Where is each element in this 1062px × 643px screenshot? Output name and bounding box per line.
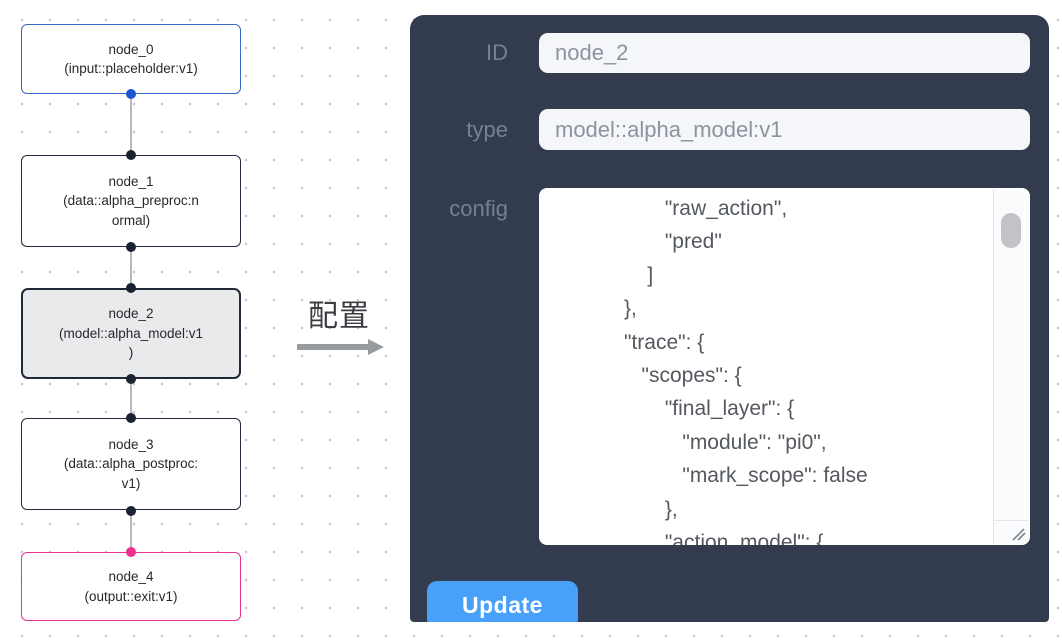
config-transfer: 配置 (284, 300, 394, 355)
port-dot-node1-out[interactable] (126, 242, 136, 252)
node-label-line: (data::alpha_postproc: (63, 456, 199, 472)
node-label-line: ormal) (111, 212, 151, 228)
form-row-type: type (410, 109, 1030, 150)
config-textarea-wrap: "raw_action", "pred" ] }, "trace": { "sc… (539, 188, 1030, 545)
node-label-line: (output::exit:v1) (84, 588, 178, 604)
port-dot-node3-out[interactable] (126, 506, 136, 516)
scrollbar-track[interactable] (993, 189, 1029, 544)
node-node_3[interactable]: node_3 (data::alpha_postproc: v1) (21, 418, 241, 510)
type-input[interactable] (539, 109, 1030, 150)
node-label-line: ) (128, 345, 134, 361)
node-node_1[interactable]: node_1 (data::alpha_preproc:n ormal) (21, 155, 241, 247)
node-node_4[interactable]: node_4 (output::exit:v1) (21, 552, 241, 621)
node-label-line: node_2 (108, 306, 154, 322)
port-dot-node4-in[interactable] (126, 547, 136, 557)
node-node_2[interactable]: node_2 (model::alpha_model:v1 ) (21, 288, 241, 379)
port-dot-node2-out[interactable] (126, 374, 136, 384)
type-field-label: type (466, 116, 508, 142)
resize-grip-icon[interactable] (1009, 526, 1026, 541)
right-arrow-icon (284, 339, 394, 355)
edge-node3-node4 (130, 511, 132, 552)
form-row-config: config "raw_action", "pred" ] }, "trace"… (410, 188, 1030, 545)
node-label-line: v1) (121, 475, 141, 491)
update-button[interactable]: Update (427, 581, 578, 622)
node-label-line: (input::placeholder:v1) (64, 61, 198, 76)
node-label-line: node_0 (108, 41, 154, 57)
config-field-label: config (449, 196, 508, 221)
config-textarea[interactable]: "raw_action", "pred" ] }, "trace": { "sc… (539, 188, 1030, 545)
port-dot-node1-in[interactable] (126, 150, 136, 160)
port-dot-node0-out[interactable] (126, 89, 136, 99)
node-label-line: (model::alpha_model:v1 (58, 325, 204, 341)
scrollbar-corner (994, 520, 1029, 544)
node-label-line: (data::alpha_preproc:n (63, 193, 199, 209)
port-dot-node2-in[interactable] (126, 283, 136, 293)
node-label-line: node_1 (108, 173, 154, 189)
form-row-id: ID (410, 33, 1030, 73)
node-label-line: node_3 (108, 436, 154, 452)
port-dot-node3-in[interactable] (126, 413, 136, 423)
edge-node0-node1 (130, 94, 132, 155)
config-transfer-label: 配置 (308, 300, 370, 333)
node-label-line: node_4 (108, 569, 154, 584)
id-input[interactable] (539, 33, 1030, 73)
id-field-label: ID (486, 40, 508, 65)
edge-node1-node2 (130, 247, 132, 288)
node-config-panel: ID type config "raw_action", "pred" ] },… (410, 15, 1049, 622)
edge-node2-node3 (130, 379, 132, 418)
scrollbar-thumb-icon[interactable] (1001, 213, 1021, 248)
node-node_0[interactable]: node_0 (input::placeholder:v1) (21, 24, 241, 94)
